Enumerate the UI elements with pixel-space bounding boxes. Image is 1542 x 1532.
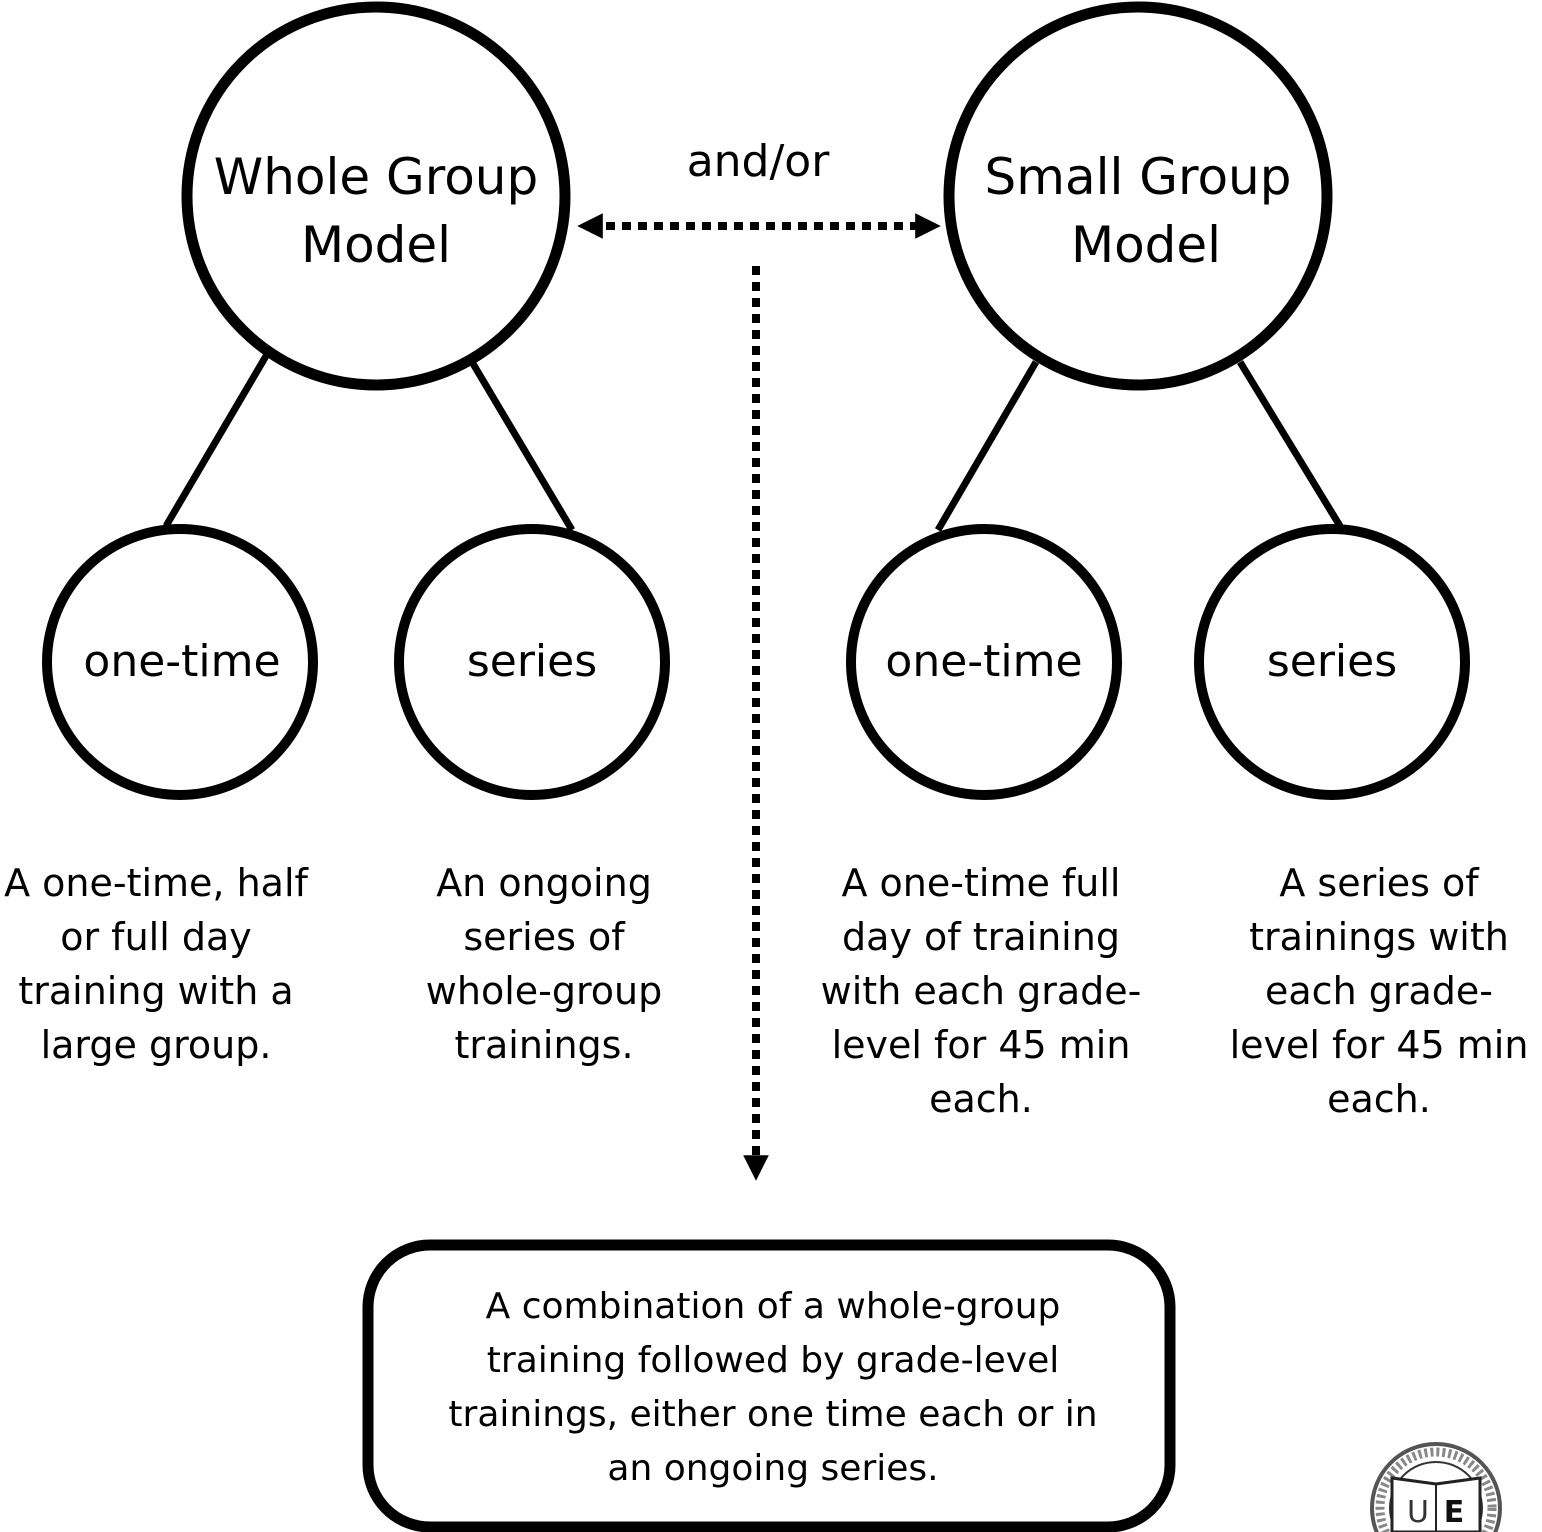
description-line: whole-group	[425, 969, 663, 1013]
whole-group-model-node: Whole Group Model	[181, 1, 571, 391]
description-line: level for 45 min	[1229, 1023, 1529, 1067]
logo-letter-u: U	[1407, 1495, 1429, 1530]
combination-line: an ongoing series.	[607, 1448, 939, 1489]
small-group-title-line-2: Model	[1071, 216, 1221, 274]
description-line: trainings.	[454, 1023, 634, 1067]
whole-group-series-description: An ongoing series of whole-group trainin…	[404, 856, 684, 1072]
description-line: A one-time full	[841, 861, 1121, 905]
whole-group-title-line-2: Model	[301, 216, 451, 274]
whole-group-series-node: series	[394, 524, 670, 800]
and-or-label: and/or	[687, 136, 831, 187]
whole-group-one-time-description: A one-time, half or full day training wi…	[0, 856, 312, 1072]
description-line: day of training	[842, 915, 1120, 959]
description-line: training with a	[18, 969, 294, 1013]
description-line: large group.	[40, 1023, 272, 1067]
description-line: trainings with	[1249, 915, 1509, 959]
small-group-series-label: series	[1267, 636, 1397, 687]
combination-line: A combination of a whole-group	[485, 1286, 1061, 1327]
whole-group-series-label: series	[467, 636, 597, 687]
edge-small-to-onetime	[934, 360, 1040, 532]
description-line: each grade-	[1265, 969, 1493, 1013]
combination-box	[362, 1239, 1176, 1532]
small-group-one-time-description: A one-time full day of training with eac…	[806, 856, 1156, 1126]
small-group-model-node: Small Group Model	[943, 1, 1333, 391]
description-line: series of	[463, 915, 625, 959]
small-group-series-node: series	[1194, 524, 1470, 800]
whole-group-one-time-label: one-time	[83, 636, 280, 687]
description-line: A one-time, half	[4, 861, 308, 905]
whole-group-title-line-1: Whole Group	[214, 148, 539, 206]
description-line: or full day	[60, 915, 252, 959]
description-line: An ongoing	[436, 861, 652, 905]
combination-line: training followed by grade-level	[486, 1340, 1060, 1381]
description-line: A series of	[1279, 861, 1479, 905]
edge-small-to-series	[1237, 360, 1343, 528]
book-seal-icon: U E	[1370, 1442, 1502, 1532]
small-group-series-description: A series of trainings with each grade- l…	[1216, 856, 1542, 1126]
whole-group-one-time-node: one-time	[42, 524, 318, 800]
small-group-one-time-label: one-time	[885, 636, 1082, 687]
logo-letter-e: E	[1444, 1495, 1465, 1530]
description-line: each.	[1327, 1077, 1431, 1121]
small-group-title-line-1: Small Group	[985, 148, 1292, 206]
description-line: with each grade-	[820, 969, 1142, 1013]
combination-line: trainings, either one time each or in	[448, 1394, 1098, 1435]
small-group-one-time-node: one-time	[846, 524, 1122, 800]
description-line: level for 45 min	[831, 1023, 1131, 1067]
combination-description: A combination of a whole-group training …	[418, 1280, 1128, 1496]
edge-whole-to-onetime	[162, 354, 270, 528]
edge-whole-to-series	[468, 360, 576, 532]
description-line: each.	[929, 1077, 1033, 1121]
